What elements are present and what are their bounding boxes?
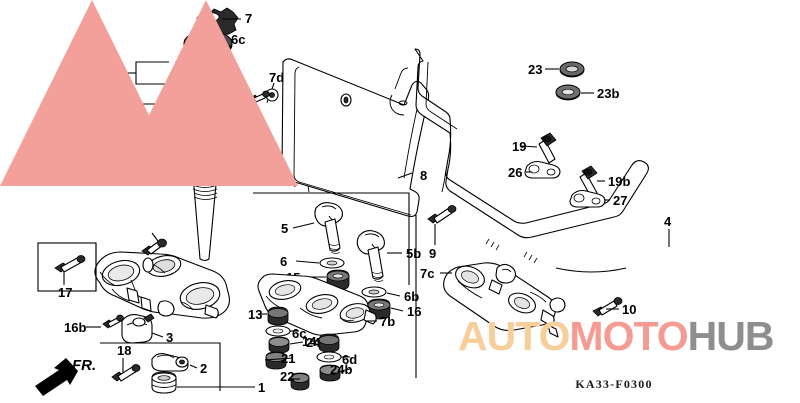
callout-9: 6c [231,32,245,47]
part-23-collar-right [319,364,341,382]
part-17-bolt [102,314,124,329]
part-2-cable-clamp [151,353,189,372]
callout-1: 1 [258,380,265,395]
callout-19-upper: 19 [512,139,526,154]
callout-8: 6b [142,170,157,185]
part-6-bushing-upper-right [367,298,391,320]
callout-23-right: 24b [330,362,352,377]
callout-6-lower-right: 14 [302,334,317,349]
callout-18-bottom: 18 [117,343,131,358]
callout-14: 7d [269,70,284,85]
part-18-bolt-left [54,255,86,273]
callout-12: 7b [380,314,395,329]
callout-21: 23 [528,62,542,77]
part-7-washer-lower-left [265,325,291,337]
part-13-top-bridge [443,262,566,338]
callout-11: 7 [245,11,252,26]
callout-17: 16b [64,320,86,335]
part-5-holder-right [356,230,385,282]
part-18-bolt-bottom [111,364,141,382]
part-7-washer-upper-left [319,257,345,269]
callout-6-upper-right: 16 [407,304,421,319]
callout-3: 3 [166,330,173,345]
part-23-collar-left [268,336,290,354]
callout-24-lower: 25b [101,108,123,123]
part-6-bushing-lower-right [318,333,340,353]
callout-7-lower-right: 6d [342,352,357,367]
callout-24-upper: 25 [100,66,114,81]
part-26-bolt [248,90,270,105]
callout-15: 8 [420,168,427,183]
part-16-bolt-upper [427,205,457,224]
callout-10: 6d [132,133,147,148]
part-15-number-plate [281,58,430,218]
part-3-cable-guide [121,313,155,344]
part-24-upper-bearing [183,51,233,80]
callout-13: 7c [420,266,434,281]
callout-18-left: 17 [58,285,72,300]
callout-7-lower-left: 6c [292,326,306,341]
callout-7-upper-right: 6b [404,289,419,304]
part-bottom-triple-clamp [94,251,230,319]
part-8-steering-stem [191,155,219,262]
diagram-code: KA33-F0300 [575,377,652,391]
callout-6-lower-left: 13 [248,307,262,322]
callout-20-right: 22 [280,369,294,384]
part-22-washer [555,84,581,101]
callout-20-left: 21 [281,351,295,366]
part-25-clamp-lower [569,189,606,208]
part-6-bushing-lower-left [267,306,289,326]
part-4-handlebar [414,48,650,273]
part-21-washer [559,61,585,78]
callout-4: 4 [664,214,672,229]
part-1-grommet [151,371,177,394]
callout-5-left: 5 [281,221,288,236]
part-7-washer-lower-right [316,351,342,363]
part-25-clamp-upper [524,160,561,179]
callout-23-left: 24 [306,335,321,350]
callout-7-upper-left: 6 [280,254,287,269]
callout-25-lower: 27 [613,193,627,208]
part-19-bolt-upper [538,132,557,164]
callout-16-lower: 10 [622,302,636,317]
part-16-bolt-lower [592,297,623,317]
callout-19-lower: 19b [608,174,630,189]
part-27-pinch-bolt [141,238,167,256]
part-5-holder-left [314,202,343,254]
front-direction-arrow [35,358,78,396]
callout-22: 23b [597,86,619,101]
callout-16-upper: 9 [429,246,436,261]
callout-25-upper: 26 [508,165,522,180]
part-19-bolt-lower [579,165,598,198]
part-20-collar-right [290,372,310,391]
callout-5-right: 5b [406,246,421,261]
fr-label: FR. [72,357,96,374]
callout-2: 2 [200,361,207,376]
part-7-washer-upper-right [361,286,387,298]
